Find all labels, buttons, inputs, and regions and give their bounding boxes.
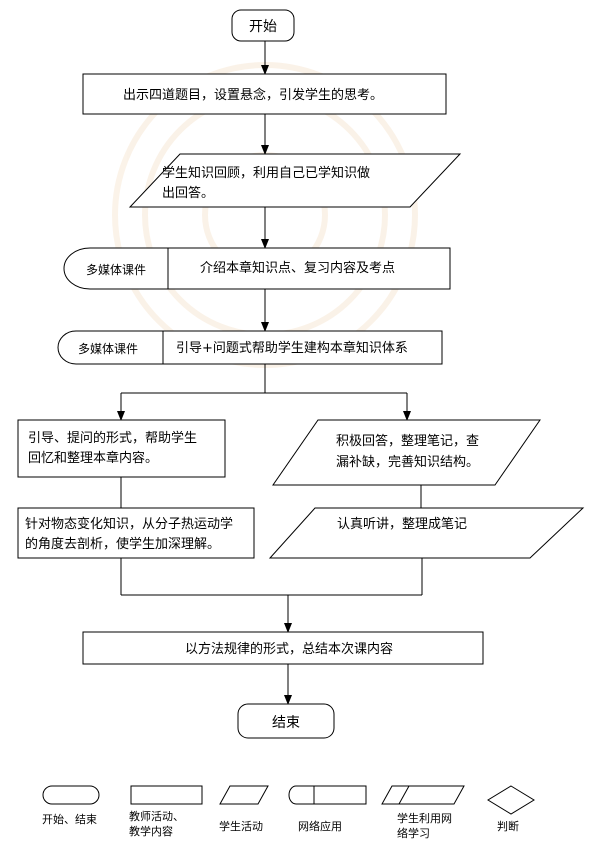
left1-text-line2: 回忆和整理本章内容。 — [28, 450, 158, 466]
legend-teacher-shape — [130, 785, 203, 805]
legend-decision-label: 判断 — [497, 819, 519, 833]
connectors — [117, 41, 423, 705]
legend-start-end-label: 开始、结束 — [42, 812, 97, 826]
legend — [42, 785, 535, 815]
step1-text: 出示四道题目，设置悬念，引发学生的思考。 — [123, 87, 383, 103]
left1-box: 引导、提问的形式，帮助学生 回忆和整理本章内容。 — [17, 419, 226, 478]
legend-teacher-label-line1: 教师活动、 — [129, 810, 184, 823]
step2-parallelogram: 学生知识回顾，利用自己已学知识做 出回答。 — [128, 153, 462, 208]
legend-student-label: 学生活动 — [219, 819, 263, 833]
legend-decision-shape — [487, 785, 535, 815]
end-label: 结束 — [272, 715, 300, 731]
media1-node: 多媒体课件 介绍本章知识点、复习内容及考点 — [63, 247, 451, 290]
start-node: 开始 — [231, 9, 295, 42]
step1-box: 出示四道题目，设置悬念，引发学生的思考。 — [82, 73, 447, 115]
left1-text-line1: 引导、提问的形式，帮助学生 — [28, 430, 197, 446]
legend-student-network-shape — [381, 785, 465, 805]
right1-text-line1: 积极回答，整理笔记，查 — [336, 433, 479, 449]
step2-text-line1: 学生知识回顾，利用自己已学知识做 — [162, 165, 370, 181]
legend-student-network-label-line1: 学生利用网 — [397, 811, 452, 825]
media2-node: 多媒体课件 引导+问题式帮助学生建构本章知识体系 — [57, 330, 443, 365]
media2-text: 引导+问题式帮助学生建构本章知识体系 — [176, 340, 408, 356]
legend-network-label: 网络应用 — [298, 819, 342, 833]
step2-text-line2: 出回答。 — [162, 185, 214, 201]
left2-box: 针对物态变化知识，从分子热运动学 的角度去剖析，使学生加深理解。 — [17, 507, 255, 559]
legend-student-shape — [219, 785, 269, 805]
start-label: 开始 — [249, 19, 277, 35]
left2-text-line2: 的角度去剖析，使学生加深理解。 — [25, 536, 220, 552]
legend-labels: 开始、结束 教师活动、 教学内容 学生活动 网络应用 学生利用网 络学习 判断 — [42, 810, 519, 840]
end-node: 结束 — [237, 703, 335, 739]
right2-text: 认真听讲，整理成笔记 — [337, 516, 467, 532]
right1-text-line2: 漏补缺，完善知识结构。 — [336, 454, 479, 470]
left2-text-line1: 针对物态变化知识，从分子热运动学 — [25, 516, 233, 532]
media2-label: 多媒体课件 — [78, 342, 138, 356]
right2-parallelogram: 认真听讲，整理成笔记 — [268, 507, 585, 559]
summary-text: 以方法规律的形式，总结本次课内容 — [185, 641, 393, 657]
legend-network-shape — [288, 785, 367, 805]
media1-label: 多媒体课件 — [86, 263, 146, 277]
legend-teacher-label-line2: 教学内容 — [129, 824, 173, 838]
right1-parallelogram: 积极回答，整理笔记，查 漏补缺，完善知识结构。 — [272, 419, 541, 486]
media1-text: 介绍本章知识点、复习内容及考点 — [200, 260, 395, 276]
legend-student-network-label-line2: 络学习 — [397, 826, 430, 840]
summary-box: 以方法规律的形式，总结本次课内容 — [82, 631, 484, 665]
legend-start-end-shape — [42, 785, 100, 805]
